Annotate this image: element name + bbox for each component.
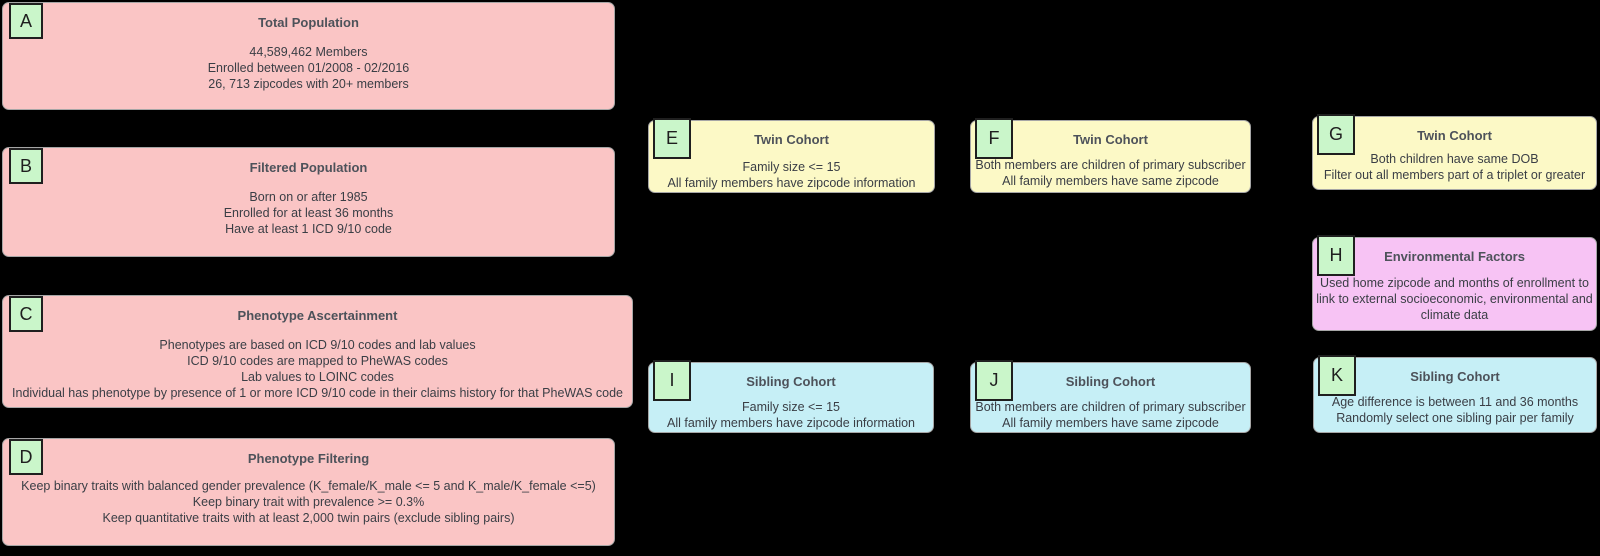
node-label-i: I — [653, 360, 691, 401]
box-body: Both members are children of primary sub… — [971, 157, 1250, 189]
body-line: Phenotypes are based on ICD 9/10 codes a… — [159, 338, 476, 352]
box-title: Sibling Cohort — [1410, 369, 1500, 384]
node-label-d: D — [9, 439, 43, 475]
body-line: Both children have same DOB — [1370, 152, 1539, 166]
node-label-g: G — [1317, 114, 1355, 155]
body-line: All family members have zipcode informat… — [666, 416, 916, 430]
box-body: Both members are children of primary sub… — [971, 399, 1250, 431]
body-line: Both members are children of primary sub… — [975, 158, 1246, 172]
box-twin-cohort-f: F Twin Cohort Both members are children … — [970, 118, 1251, 193]
body-line: ICD 9/10 codes are mapped to PheWAS code… — [187, 354, 448, 368]
body-line: Used home zipcode and months of enrollme… — [1320, 276, 1589, 290]
body-line: All family members have zipcode informat… — [667, 176, 916, 190]
body-line: Have at least 1 ICD 9/10 code — [225, 222, 392, 236]
node-label-c: C — [9, 296, 43, 332]
body-line: climate data — [1420, 308, 1489, 322]
box-title: Filtered Population — [249, 160, 368, 175]
box-body: Both children have same DOB Filter out a… — [1313, 151, 1596, 183]
box-title: Total Population — [258, 15, 359, 30]
body-line: Enrolled between 01/2008 - 02/2016 — [207, 61, 410, 75]
node-label-e: E — [653, 118, 691, 159]
box-title: Phenotype Filtering — [247, 451, 370, 466]
body-line: Keep binary traits with balanced gender … — [21, 479, 596, 493]
body-line: Filter out all members part of a triplet… — [1323, 168, 1586, 182]
body-line: link to external socioeconomic, environm… — [1316, 292, 1593, 306]
box-phenotype-ascertainment: C Phenotype Ascertainment Phenotypes are… — [2, 295, 633, 408]
box-title: Twin Cohort — [754, 132, 829, 147]
node-label-j: J — [975, 360, 1013, 401]
box-title: Sibling Cohort — [1065, 374, 1156, 389]
box-body: Used home zipcode and months of enrollme… — [1313, 275, 1596, 323]
node-label-h: H — [1317, 235, 1355, 276]
node-label-k: K — [1318, 355, 1356, 396]
box-twin-cohort-g: G Twin Cohort Both children have same DO… — [1312, 114, 1597, 190]
node-label-b: B — [9, 148, 43, 184]
box-title: Twin Cohort — [1073, 132, 1148, 147]
box-body: Family size <= 15 All family members hav… — [649, 159, 934, 191]
body-line: All family members have same zipcode — [1002, 174, 1219, 188]
box-environmental-factors: H Environmental Factors Used home zipcod… — [1312, 235, 1597, 331]
box-body: 44,589,462 Members Enrolled between 01/2… — [3, 44, 614, 92]
box-title: Environmental Factors — [1384, 249, 1525, 264]
body-line: Both members are children of primary sub… — [975, 400, 1246, 414]
box-body: Born on or after 1985 Enrolled for at le… — [3, 189, 614, 237]
body-line: Individual has phenotype by presence of … — [12, 386, 623, 400]
body-line: Enrolled for at least 36 months — [223, 206, 394, 220]
node-label-a: A — [9, 3, 43, 39]
body-line: Family size <= 15 — [742, 400, 840, 414]
box-sibling-cohort-j: J Sibling Cohort Both members are childr… — [970, 360, 1251, 433]
box-title: Phenotype Ascertainment — [237, 308, 398, 323]
body-line: All family members have same zipcode — [1002, 416, 1219, 430]
box-body: Phenotypes are based on ICD 9/10 codes a… — [3, 337, 632, 401]
box-body: Age difference is between 11 and 36 mont… — [1314, 394, 1596, 426]
body-line: Keep quantitative traits with at least 2… — [102, 511, 515, 525]
body-line: Born on or after 1985 — [249, 190, 368, 204]
box-total-population: A Total Population 44,589,462 Members En… — [2, 2, 615, 110]
box-filtered-population: B Filtered Population Born on or after 1… — [2, 147, 615, 257]
box-title: Twin Cohort — [1417, 128, 1492, 143]
body-line: 44,589,462 Members — [249, 45, 368, 59]
box-phenotype-filtering: D Phenotype Filtering Keep binary traits… — [2, 438, 615, 546]
body-line: Keep binary trait with prevalence >= 0.3… — [192, 495, 425, 509]
body-line: Age difference is between 11 and 36 mont… — [1331, 395, 1579, 409]
node-label-f: F — [975, 118, 1013, 159]
box-body: Family size <= 15 All family members hav… — [649, 399, 933, 431]
body-line: Lab values to LOINC codes — [241, 370, 394, 384]
body-line: 26, 713 zipcodes with 20+ members — [208, 77, 409, 91]
box-twin-cohort-e: E Twin Cohort Family size <= 15 All fami… — [648, 118, 935, 193]
body-line: Randomly select one sibling pair per fam… — [1336, 411, 1574, 425]
box-body: Keep binary traits with balanced gender … — [3, 478, 614, 526]
box-sibling-cohort-i: I Sibling Cohort Family size <= 15 All f… — [648, 360, 934, 433]
body-line: Family size <= 15 — [742, 160, 841, 174]
box-sibling-cohort-k: K Sibling Cohort Age difference is betwe… — [1313, 355, 1597, 433]
box-title: Sibling Cohort — [746, 374, 836, 389]
